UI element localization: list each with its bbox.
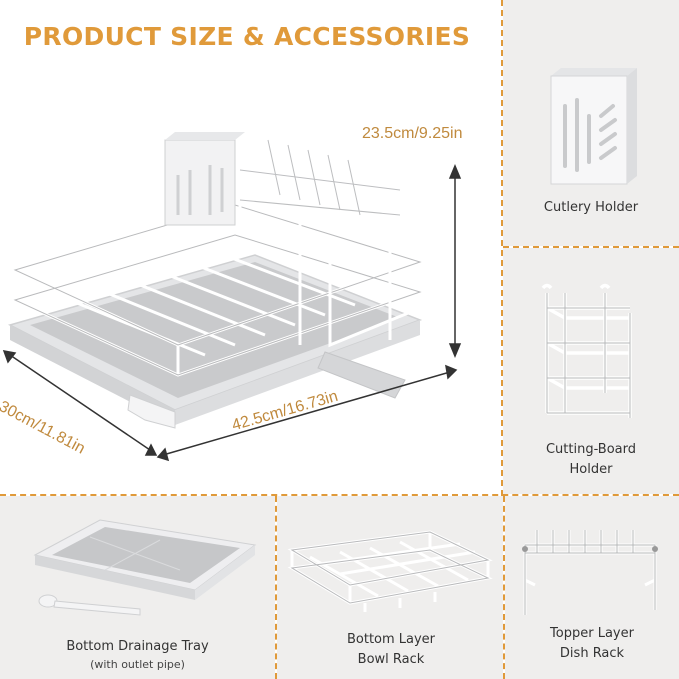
bowl-rack-illustration: [287, 530, 493, 612]
drainage-tray-illustration: [33, 519, 257, 616]
divider-bottom-left: [275, 496, 277, 679]
cutlery-holder-label: Cutlery Holder: [543, 200, 639, 215]
cutlery-holder-illustration: [550, 68, 637, 185]
bowl-rack-label: Bottom Layer Bowl Rack: [346, 632, 436, 667]
dish-rack-illustration: [522, 530, 658, 615]
panel-dish-rack: [505, 496, 679, 679]
cutting-board-holder-illustration: [541, 283, 632, 418]
drainage-tray-note: (with outlet pipe): [90, 658, 185, 671]
divider-horizontal-right: [503, 246, 679, 248]
dimension-height: 23.5cm/9.25in: [362, 125, 463, 142]
drainage-tray-label: Bottom Drainage Tray: [66, 639, 209, 654]
cutting-board-holder-label: Cutting-Board Holder: [545, 442, 637, 477]
panel-cutting-board-holder: [503, 248, 679, 494]
divider-bottom-right: [503, 496, 505, 679]
page-title: PRODUCT SIZE & ACCESSORIES: [23, 22, 471, 51]
main-dish-rack-illustration: [2, 132, 462, 462]
divider-vertical-main: [501, 0, 503, 496]
panel-bowl-rack: [277, 496, 503, 679]
dish-rack-label: Topper Layer Dish Rack: [550, 626, 634, 661]
divider-horizontal-bottom: [0, 494, 679, 496]
